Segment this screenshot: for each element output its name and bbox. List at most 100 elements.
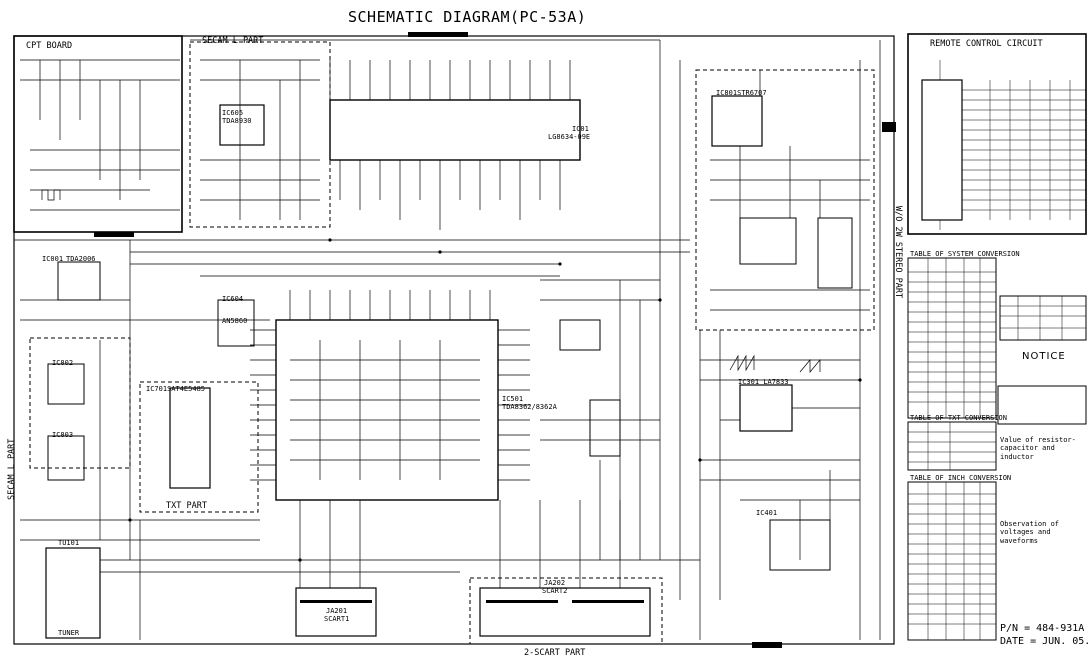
waveform-2 <box>799 359 821 373</box>
ja201-label: JA201 <box>326 607 348 615</box>
ic101-label: IC01 <box>572 125 589 133</box>
option-table <box>999 295 1087 341</box>
ja202-sub-label: SCART2 <box>542 587 568 595</box>
txt-table <box>907 421 997 471</box>
inch-table-title: TABLE OF INCH CONVERSION <box>910 474 1012 482</box>
bus-horizontal-1 <box>130 239 690 277</box>
option-table-grid <box>1000 296 1086 340</box>
node-8 <box>858 378 862 382</box>
bus-ic101-bottom <box>339 160 561 230</box>
ic501-label: IC501 <box>502 395 524 403</box>
ic605-part-label: TDA8930 <box>222 117 252 125</box>
ic501-part-label: TDA8362/8362A <box>502 403 557 411</box>
ic101-part-label: LG8634-09E <box>548 133 591 141</box>
stereo-ic-body <box>739 217 797 265</box>
stereo-wiring <box>710 70 870 311</box>
secam-top-frame <box>189 41 331 228</box>
ic501-pins <box>250 290 530 481</box>
node-2 <box>438 250 442 254</box>
connector-left <box>94 232 134 237</box>
stereo-frame <box>695 69 875 331</box>
node-7 <box>298 558 302 562</box>
ic501-body <box>275 319 499 501</box>
ic803-body <box>47 435 85 481</box>
node-4 <box>658 298 662 302</box>
ic604-label: IC604 <box>222 295 244 303</box>
tuner-sub-label: TUNER <box>58 629 80 637</box>
left-wiring <box>14 239 270 640</box>
power-section <box>700 359 860 560</box>
tda2006-body <box>57 261 101 301</box>
txt-part-label: TXT PART <box>166 501 207 511</box>
ja201-pins <box>300 600 372 603</box>
ic-tda-label: IC001 <box>42 255 64 263</box>
connector-top <box>408 32 468 37</box>
inch-table <box>907 481 997 641</box>
scart-frame <box>469 577 663 645</box>
secam-left-label: SECAM L PART <box>7 438 17 500</box>
tuner-body <box>45 547 101 639</box>
node-3 <box>558 262 562 266</box>
ic802-body <box>47 363 85 405</box>
ic605-label: IC605 <box>222 109 244 117</box>
ic803-label: IC803 <box>52 431 74 439</box>
system-table <box>907 257 997 419</box>
part-number: P/N = 484-931A <box>1000 623 1085 634</box>
ic301-body <box>739 384 793 432</box>
ic401-label: IC401 <box>756 509 778 517</box>
stereo-part-label: W/O 2W STEREO PART <box>893 206 903 299</box>
cpt-board-label: CPT BOARD <box>26 41 73 51</box>
ja201-sub-label: SCART1 <box>324 615 350 623</box>
ic604-part-label: AN5860 <box>222 317 248 325</box>
cpt-board-frame <box>13 35 183 233</box>
remote-traces <box>939 60 1086 230</box>
tda2006-label: TDA2006 <box>66 255 96 263</box>
node-6 <box>128 518 132 522</box>
system-table-grid <box>908 258 996 418</box>
ic703-body <box>169 387 211 489</box>
inch-table-grid <box>908 482 996 640</box>
ic605-body <box>219 104 265 146</box>
page-title: SCHEMATIC DIAGRAM(PC-53A) <box>348 8 587 26</box>
observation-heading: Observation of voltages and waveforms <box>1000 520 1060 545</box>
ic-remote-body <box>921 79 963 221</box>
node-1 <box>328 238 332 242</box>
secam-left-frame <box>29 337 131 469</box>
scart-part-label: 2-SCART PART <box>524 648 586 658</box>
ic501-inner <box>290 340 480 480</box>
waveform-1 <box>729 354 755 372</box>
remote-label: REMOTE CONTROL CIRCUIT <box>930 39 1043 49</box>
value-heading: Value of resistor- capacitor and inducto… <box>1000 436 1076 461</box>
ic802-label: IC802 <box>52 359 74 367</box>
notice-box <box>997 385 1087 425</box>
node-5 <box>698 458 702 462</box>
tuner-label: TU101 <box>58 539 80 547</box>
system-table-title: TABLE OF SYSTEM CONVERSION <box>910 250 1020 258</box>
ic-la-block <box>589 399 621 457</box>
bus-top <box>190 39 660 100</box>
ic901-label: IC801STR6707 <box>716 89 767 97</box>
ja202-label: JA202 <box>544 579 566 587</box>
secam-top-label: SECAM L PART <box>202 36 264 46</box>
notice-heading: NOTICE <box>1022 351 1066 362</box>
revision-date: DATE = JUN. 05. 98 <box>1000 636 1089 647</box>
connector-bottom <box>752 642 782 648</box>
ja202-pins-2 <box>572 600 644 603</box>
remote-frame <box>907 33 1087 235</box>
ja202-pins-1 <box>486 600 558 603</box>
connector-remote <box>882 122 896 132</box>
ic703-label: IC701SAT4E5485 <box>146 385 206 393</box>
ic901-body <box>711 95 763 147</box>
secam-top-wiring <box>200 59 320 220</box>
txt-table-grid <box>908 422 996 470</box>
txt-table-title: TABLE OF TXT CONVERSION <box>910 414 1007 422</box>
ic604-body <box>217 299 255 347</box>
ic301-label: IC301 LA7833 <box>738 378 789 386</box>
bus-bottom <box>100 500 700 588</box>
mid-wiring <box>540 279 660 560</box>
stereo-ic2-body <box>817 217 853 289</box>
txt-frame <box>139 381 259 513</box>
ic101-body <box>329 99 581 161</box>
ja202-body <box>479 587 651 637</box>
